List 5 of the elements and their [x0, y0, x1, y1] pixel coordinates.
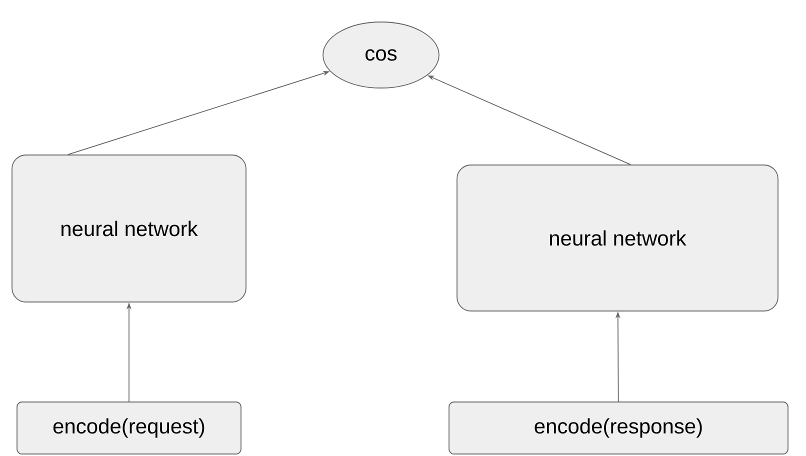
ellipse-node: cos: [322, 22, 440, 88]
input-box: encode(response): [448, 402, 788, 454]
process-box: neural network: [12, 154, 246, 302]
process-box: neural network: [456, 164, 778, 312]
input-box: encode(request): [16, 402, 242, 454]
